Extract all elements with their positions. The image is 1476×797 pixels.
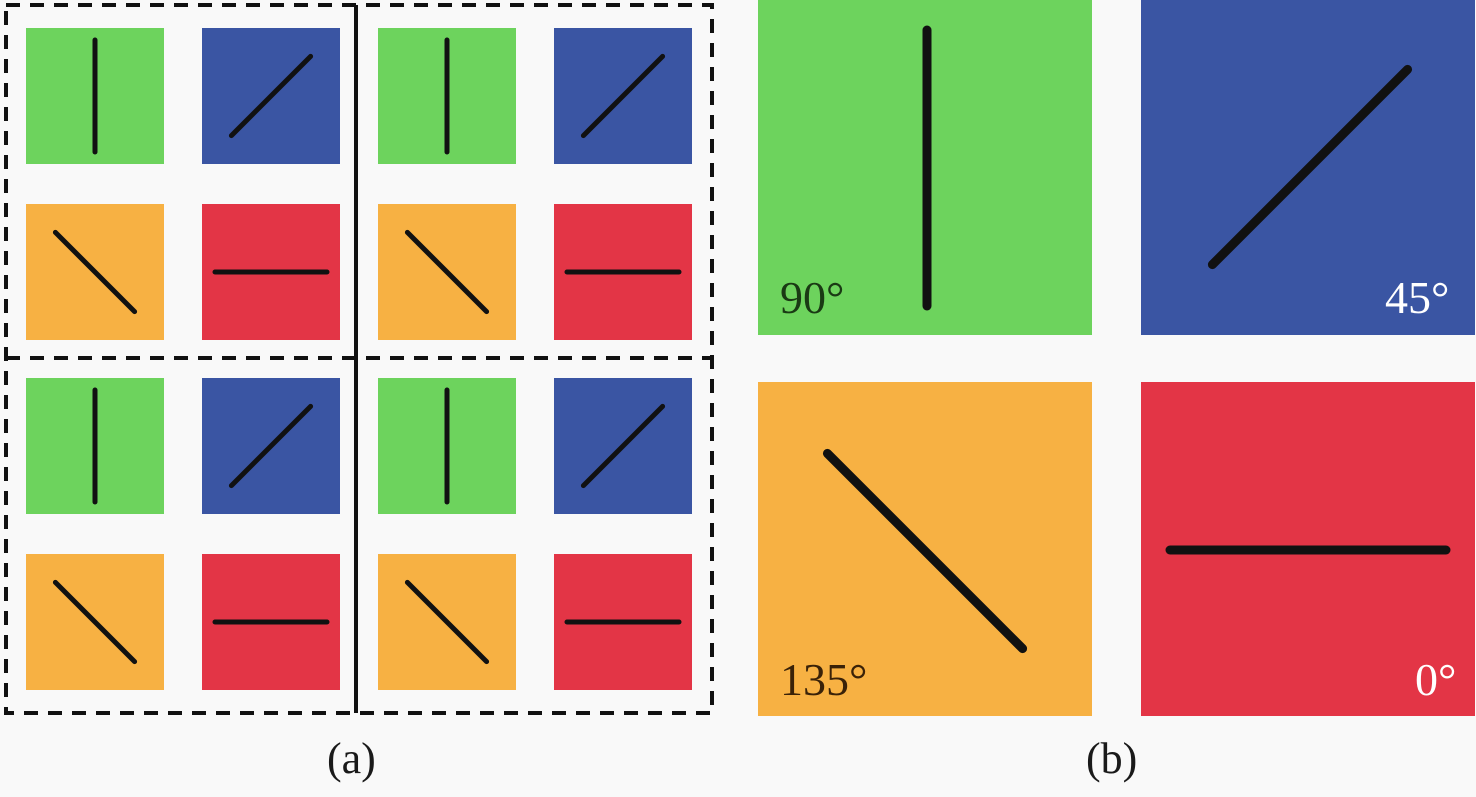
angle-label-45: 45° bbox=[1385, 272, 1450, 323]
caption-a: (a) bbox=[327, 734, 376, 783]
enlarged-diagonal-up-line-icon bbox=[1207, 64, 1413, 270]
mosaic-diagonal-up-line-icon bbox=[228, 403, 314, 489]
angle-label-90: 90° bbox=[780, 272, 845, 323]
mosaic-diagonal-down-line-icon bbox=[52, 579, 138, 665]
mosaic-diagonal-up-line-icon bbox=[580, 403, 666, 489]
enlarged-diagonal-down-line-icon bbox=[822, 448, 1028, 654]
mosaic-diagonal-up-line-icon bbox=[580, 53, 666, 139]
mosaic-diagonal-down-line-icon bbox=[404, 579, 490, 665]
mosaic-diagonal-up-line-icon bbox=[228, 53, 314, 139]
angle-label-135: 135° bbox=[780, 654, 868, 705]
mosaic-diagonal-down-line-icon bbox=[52, 229, 138, 315]
caption-b: (b) bbox=[1086, 734, 1138, 783]
mosaic-diagonal-down-line-icon bbox=[404, 229, 490, 315]
angle-label-0: 0° bbox=[1415, 654, 1457, 705]
